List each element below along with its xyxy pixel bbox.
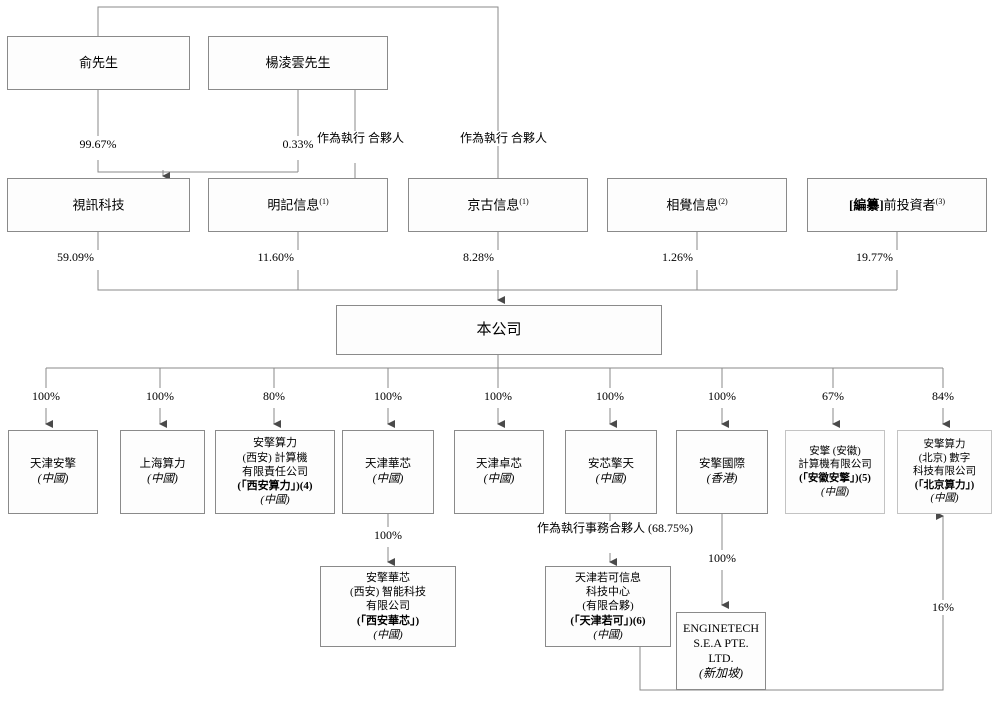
pct-preinvestors-to-company: 19.77% <box>817 250 895 265</box>
box-short-name: (「天津若可」)(6) <box>570 614 646 627</box>
label-anxin-executive-partner: 作為執行事務合夥人 (68.75%) <box>535 521 694 536</box>
box-label-line2: 科技中心 <box>586 586 630 599</box>
box-label-line2: (西安) 智能科技 <box>349 586 427 599</box>
box-tianjin-anqing[interactable]: 天津安擎 (中國) <box>8 430 98 514</box>
pct-level3-5: 100% <box>580 389 640 404</box>
box-mingji-xinxi[interactable]: 明記信息(1) <box>208 178 388 232</box>
label-yu-executive-partner: 作為執行 合夥人 <box>458 131 548 146</box>
box-jurisdiction: (中國) <box>37 473 69 485</box>
pct-jinggu-to-company: 8.28% <box>418 250 496 265</box>
box-jurisdiction: (中國) <box>595 473 627 485</box>
box-jinggu-xinxi[interactable]: 京古信息(1) <box>408 178 588 232</box>
pct-mingji-to-company: 11.60% <box>218 250 296 265</box>
box-label: 明記信息 <box>267 197 320 213</box>
box-tianjin-zhuoxin[interactable]: 天津卓芯 (中國) <box>454 430 544 514</box>
box-label: 天津安擎 <box>30 458 76 471</box>
box-label: 視訊科技 <box>72 197 125 213</box>
box-yang-lingyun-xiansheng[interactable]: 楊淩雲先生 <box>208 36 388 90</box>
footnote-ref: (2) <box>718 196 728 206</box>
box-pre-investors[interactable]: [編纂]前投資者(3) <box>807 178 987 232</box>
box-xian-suanli[interactable]: 安擎算力 (西安) 計算機 有限責任公司 (「西安算力」)(4) (中國) <box>215 430 335 514</box>
pct-level3-0: 100% <box>16 389 76 404</box>
pct-level3-6: 100% <box>692 389 752 404</box>
box-label: 本公司 <box>476 321 522 338</box>
box-short-name: (「安徽安擎」)(5) <box>799 473 871 484</box>
redacted-tag: [編纂] <box>848 197 884 213</box>
box-jurisdiction: (中國) <box>372 473 404 485</box>
box-label-line3: 有限責任公司 <box>242 465 308 478</box>
box-tianjin-huaxin[interactable]: 天津華芯 (中國) <box>342 430 434 514</box>
pct-xiangjue-to-company: 1.26% <box>617 250 695 265</box>
box-jurisdiction: (中國) <box>147 473 178 485</box>
box-short-name: (「西安華芯」) <box>356 614 420 627</box>
box-yu-xiansheng[interactable]: 俞先生 <box>7 36 190 90</box>
box-label-line1: 安擎華芯 <box>366 571 410 584</box>
box-label: 天津卓芯 <box>476 458 522 471</box>
box-jurisdiction: (中國) <box>260 494 290 507</box>
box-tianjin-ruoke[interactable]: 天津若可信息 科技中心 (有限合夥) (「天津若可」)(6) (中國) <box>545 566 671 647</box>
box-the-company[interactable]: 本公司 <box>336 305 662 355</box>
box-jurisdiction: (中國) <box>821 486 849 498</box>
box-label: 京古信息 <box>467 197 520 213</box>
pct-level3-2: 80% <box>244 389 304 404</box>
box-xian-huaxin[interactable]: 安擎華芯 (西安) 智能科技 有限公司 (「西安華芯」) (中國) <box>320 566 456 647</box>
pct-level3-1: 100% <box>130 389 190 404</box>
pct-anqingguoji-to-enginetech: 100% <box>692 551 752 566</box>
box-short-name: (「北京算力」) <box>914 479 975 491</box>
label-yang-executive-partner: 作為執行 合夥人 <box>315 131 405 146</box>
box-beijing-suanli[interactable]: 安擎算力 (北京) 數字 科技有限公司 (「北京算力」) (中國) <box>897 430 992 514</box>
box-jurisdiction: (香港) <box>706 473 738 485</box>
pct-level3-7: 67% <box>803 389 863 404</box>
box-label-line1: 安擎算力 <box>923 438 966 450</box>
box-enginetech[interactable]: ENGINETECH S.E.A PTE. LTD. (新加坡) <box>676 612 766 690</box>
box-label-line2: (北京) 數字 <box>918 452 971 464</box>
box-label: 上海算力 <box>139 458 186 471</box>
footnote-ref: (1) <box>319 196 329 206</box>
footnote-ref: (3) <box>935 196 945 206</box>
box-jurisdiction: (中國) <box>373 628 403 641</box>
box-shanghai-suanli[interactable]: 上海算力 (中國) <box>120 430 205 514</box>
box-label-line1: 安擎算力 <box>253 437 297 450</box>
box-label: 安芯擎天 <box>588 458 634 471</box>
box-short-name: (「西安算力」)(4) <box>237 480 313 493</box>
box-xiangjue-xinxi[interactable]: 相覺信息(2) <box>607 178 787 232</box>
box-anhui-anqing[interactable]: 安擎 (安徽) 計算機有限公司 (「安徽安擎」)(5) (中國) <box>785 430 885 514</box>
box-anxin-qingtian[interactable]: 安芯擎天 (中國) <box>565 430 657 514</box>
box-label-line3: 科技有限公司 <box>913 466 976 478</box>
box-label-line2: 計算機有限公司 <box>798 459 872 471</box>
footnote-ref: (1) <box>519 196 529 206</box>
pct-yu-to-shixun: 99.67% <box>58 137 138 152</box>
pct-level3-8: 84% <box>913 389 973 404</box>
box-jurisdiction: (中國) <box>483 473 515 485</box>
box-label: 安擎國際 <box>699 458 745 471</box>
box-label: 相覺信息 <box>666 197 719 213</box>
box-jurisdiction: (新加坡) <box>699 666 743 680</box>
pct-level3-3: 100% <box>358 389 418 404</box>
pct-cross-link-16: 16% <box>913 600 973 615</box>
box-label-line3: 有限公司 <box>366 600 410 613</box>
box-label: 楊淩雲先生 <box>265 54 331 70</box>
box-label-line1: ENGINETECH <box>683 621 759 635</box>
box-label-line1: 天津若可信息 <box>575 571 641 584</box>
box-label: 俞先生 <box>78 54 118 70</box>
pct-shixun-to-company: 59.09% <box>18 250 96 265</box>
box-label: 天津華芯 <box>365 458 411 471</box>
box-label-line1: 安擎 (安徽) <box>809 445 861 457</box>
box-label-line3: (有限合夥) <box>582 600 634 613</box>
box-label: 前投資者 <box>883 197 936 213</box>
box-label-line3: LTD. <box>708 651 734 665</box>
box-label-line2: S.E.A PTE. <box>693 636 749 650</box>
box-label-line2: (西安) 計算機 <box>242 451 308 464</box>
pct-huaxin-to-xianhuaxin: 100% <box>358 528 418 543</box>
pct-level3-4: 100% <box>468 389 528 404</box>
box-anqing-guoji[interactable]: 安擎國際 (香港) <box>676 430 768 514</box>
box-shixun-keji[interactable]: 視訊科技 <box>7 178 190 232</box>
box-jurisdiction: (中國) <box>593 628 623 641</box>
box-jurisdiction: (中國) <box>930 493 959 505</box>
